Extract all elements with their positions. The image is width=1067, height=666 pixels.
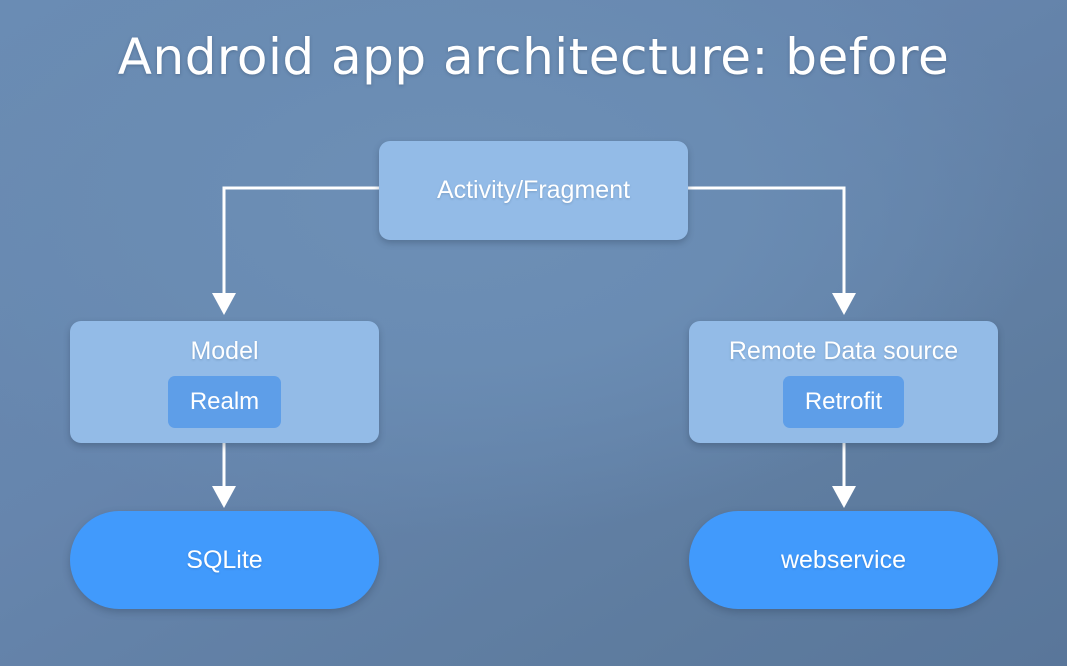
arrowhead-webservice (832, 486, 856, 508)
node-activity-fragment[interactable]: Activity/Fragment (379, 141, 688, 240)
chip-retrofit-label: Retrofit (804, 388, 883, 415)
edge-activity-to-model (222, 186, 379, 296)
chip-realm-label: Realm (189, 388, 260, 415)
edge-activity-to-remote (688, 186, 846, 296)
chip-realm[interactable]: Realm (167, 376, 282, 428)
arrowhead-remote (832, 293, 856, 315)
node-remote-data-source-label: Remote Data source (728, 337, 959, 365)
node-sqlite[interactable]: SQLite (70, 511, 379, 609)
node-sqlite-label: SQLite (186, 545, 263, 574)
node-model-label: Model (190, 337, 259, 365)
node-model[interactable]: Model Realm (70, 321, 379, 443)
node-activity-fragment-label: Activity/Fragment (436, 176, 631, 204)
page-title: Android app architecture: before (117, 28, 950, 86)
node-webservice[interactable]: webservice (689, 511, 998, 609)
chip-retrofit[interactable]: Retrofit (782, 376, 905, 428)
arrowhead-sqlite (212, 486, 236, 508)
node-webservice-label: webservice (780, 545, 907, 574)
node-remote-data-source[interactable]: Remote Data source Retrofit (689, 321, 998, 443)
arrowhead-model (212, 293, 236, 315)
